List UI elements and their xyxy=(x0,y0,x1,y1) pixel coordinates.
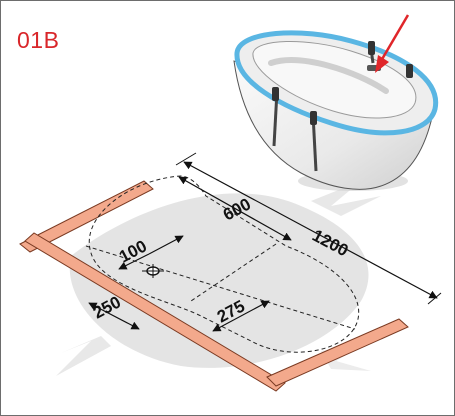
drain-symbol-icon xyxy=(142,264,164,278)
floor-batten-left xyxy=(19,180,154,253)
dimension-lines xyxy=(88,152,442,332)
bathtub-illustration xyxy=(233,30,439,191)
floor-batten-bottom xyxy=(24,232,409,392)
red-arrow-icon xyxy=(375,14,410,73)
figure-code: 01B xyxy=(17,27,60,53)
